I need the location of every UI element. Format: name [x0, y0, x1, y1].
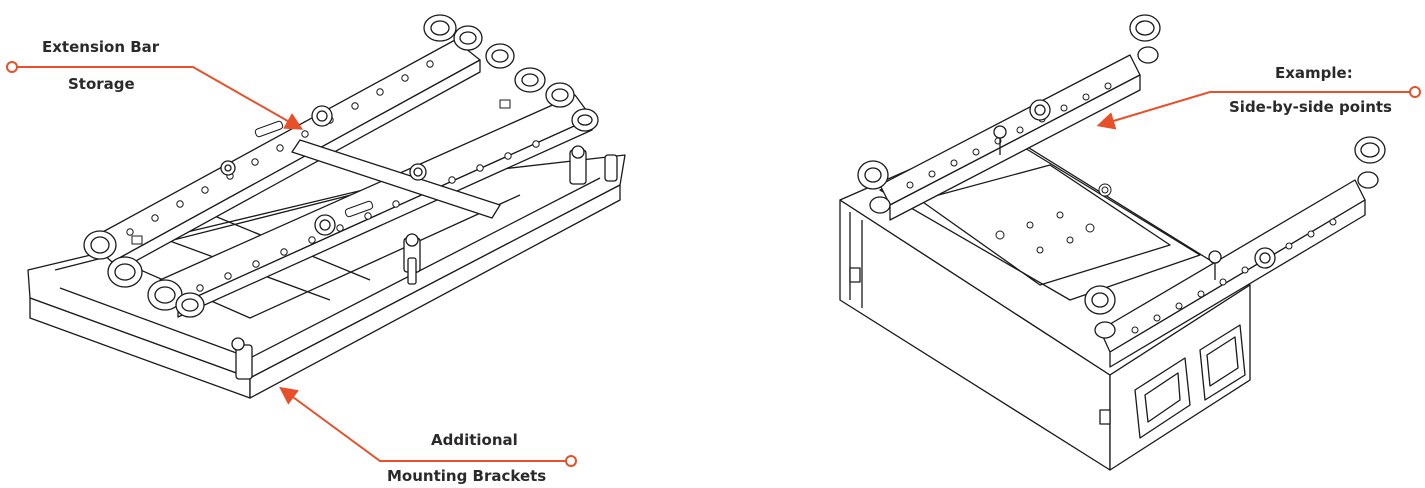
- callout-label: Mounting Brackets: [387, 467, 547, 485]
- callout-label: Storage: [68, 75, 135, 93]
- callout-dot: [1409, 86, 1421, 98]
- callout-label: Example:: [1275, 64, 1353, 82]
- callout-label: Extension Bar: [42, 38, 160, 56]
- callout-additional: [279, 386, 577, 467]
- side-handle: [1134, 324, 1246, 439]
- callout-arrow: [1096, 91, 1410, 130]
- callout-dot: [565, 455, 577, 467]
- callout-example: [1096, 86, 1421, 130]
- shackles: [83, 14, 599, 351]
- callout-arrow: [17, 66, 304, 130]
- shackles: [857, 14, 1386, 339]
- stored-extension-bar: [159, 94, 593, 318]
- speaker-with-extension-bars: [839, 14, 1386, 471]
- extension-bar: [1099, 179, 1366, 368]
- callout-dot: [6, 61, 18, 73]
- extension-bar: [879, 54, 1141, 221]
- frame-with-stored-bars: [27, 14, 626, 399]
- callout-label: Additional: [431, 431, 518, 449]
- stored-extension-bar: [87, 39, 481, 275]
- callout-arrow: [279, 386, 566, 462]
- callout-label: Side-by-side points: [1229, 98, 1392, 116]
- callout-extension-bar: [6, 61, 304, 130]
- mounting-bracket-tabs: [235, 149, 618, 380]
